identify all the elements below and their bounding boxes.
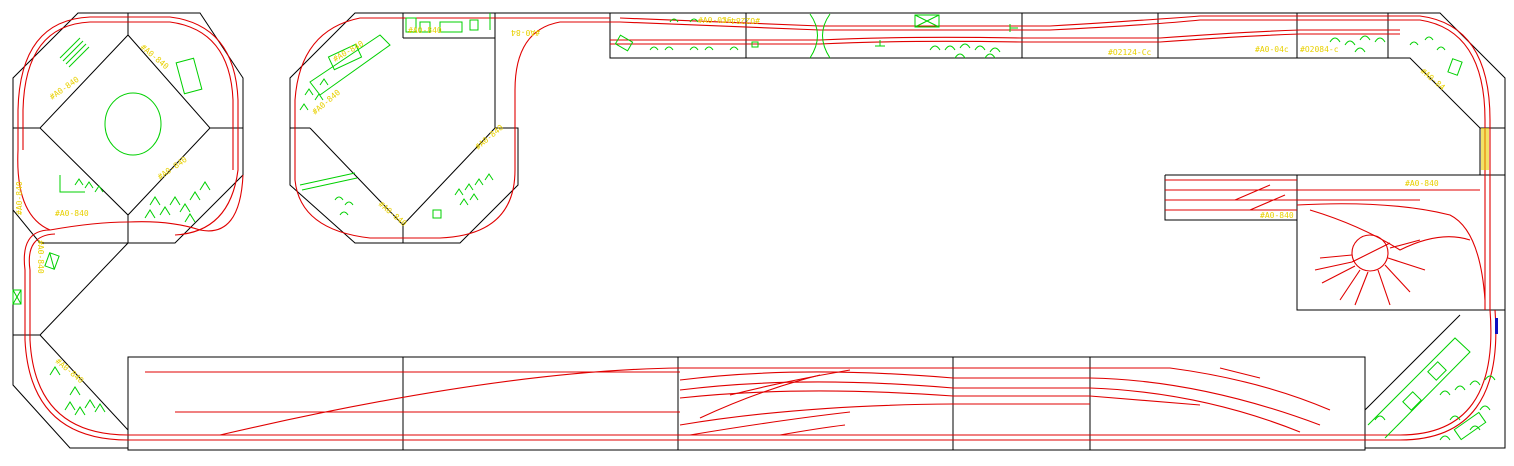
module-divider [39, 334, 129, 431]
track-lines [17, 15, 1497, 441]
module-right-corner-top [1388, 57, 1505, 129]
module-top-row-lower [609, 13, 1389, 59]
top-scenery [405, 13, 1018, 59]
tree-cluster [49, 35, 1496, 441]
track-mainline [294, 17, 1486, 310]
module-divider [309, 127, 404, 226]
module-label: #A0-840 [139, 43, 171, 72]
module-label: #A0-840 [54, 357, 86, 386]
track-bottom-yard [145, 367, 1331, 436]
module-label: #A0-840 [1405, 179, 1439, 188]
module-label: #A0-840 [15, 181, 24, 215]
module-label: #O2284-c [721, 16, 760, 25]
module-label: #A0-840 [1260, 211, 1294, 220]
module-label: #A0-04c [1255, 45, 1289, 54]
module-label: #A0-84 [511, 28, 540, 37]
building [175, 57, 203, 95]
module-label: #O2084-c [1300, 45, 1339, 54]
module-label: #A0-840 [408, 26, 442, 35]
hills [299, 34, 442, 219]
track-left-loop [17, 16, 239, 236]
module-label: #A0-840 [311, 88, 343, 117]
module-left-octagon-outer [12, 12, 244, 244]
module-right-yard [1164, 174, 1506, 311]
module-label: #A0-840 [48, 75, 81, 102]
module-outlines [12, 12, 1506, 451]
field-rows [59, 37, 90, 68]
module-divider [402, 127, 496, 226]
track-mainline [610, 33, 1400, 45]
module-label: #A0-840 [377, 200, 409, 229]
module-label: #A0-840 [474, 123, 506, 152]
module-bottom-yard [127, 356, 1366, 451]
module-label: #A0-840 [156, 155, 189, 182]
right-scenery [1367, 36, 1487, 441]
scenery [12, 13, 1496, 441]
track-left-loop [22, 21, 234, 170]
module-label: #A0-840 [36, 240, 45, 274]
module-label: #A0-840 [55, 209, 89, 218]
building [59, 175, 85, 193]
track-mainline [619, 15, 1491, 310]
pond [104, 92, 162, 156]
crossing-marks [12, 252, 60, 305]
module-label: #A0-840 [332, 39, 366, 64]
turntable [1314, 234, 1426, 306]
track-mainline [23, 221, 1497, 441]
module-label: #A0-84 [1419, 67, 1447, 93]
module-tag-box [1481, 128, 1489, 170]
track-mainline [127, 174, 244, 232]
module-label: #A0-036 [698, 16, 732, 25]
module-divider [39, 242, 129, 336]
signal-marker [1495, 318, 1498, 334]
track-right-yard [1165, 179, 1486, 301]
track-mainline [610, 29, 1400, 41]
module-middle-octagon [289, 12, 519, 244]
track-mainline [28, 233, 1492, 436]
module-left-octagon-inner [39, 34, 211, 216]
module-label: #O2124-Cc [1108, 48, 1152, 57]
